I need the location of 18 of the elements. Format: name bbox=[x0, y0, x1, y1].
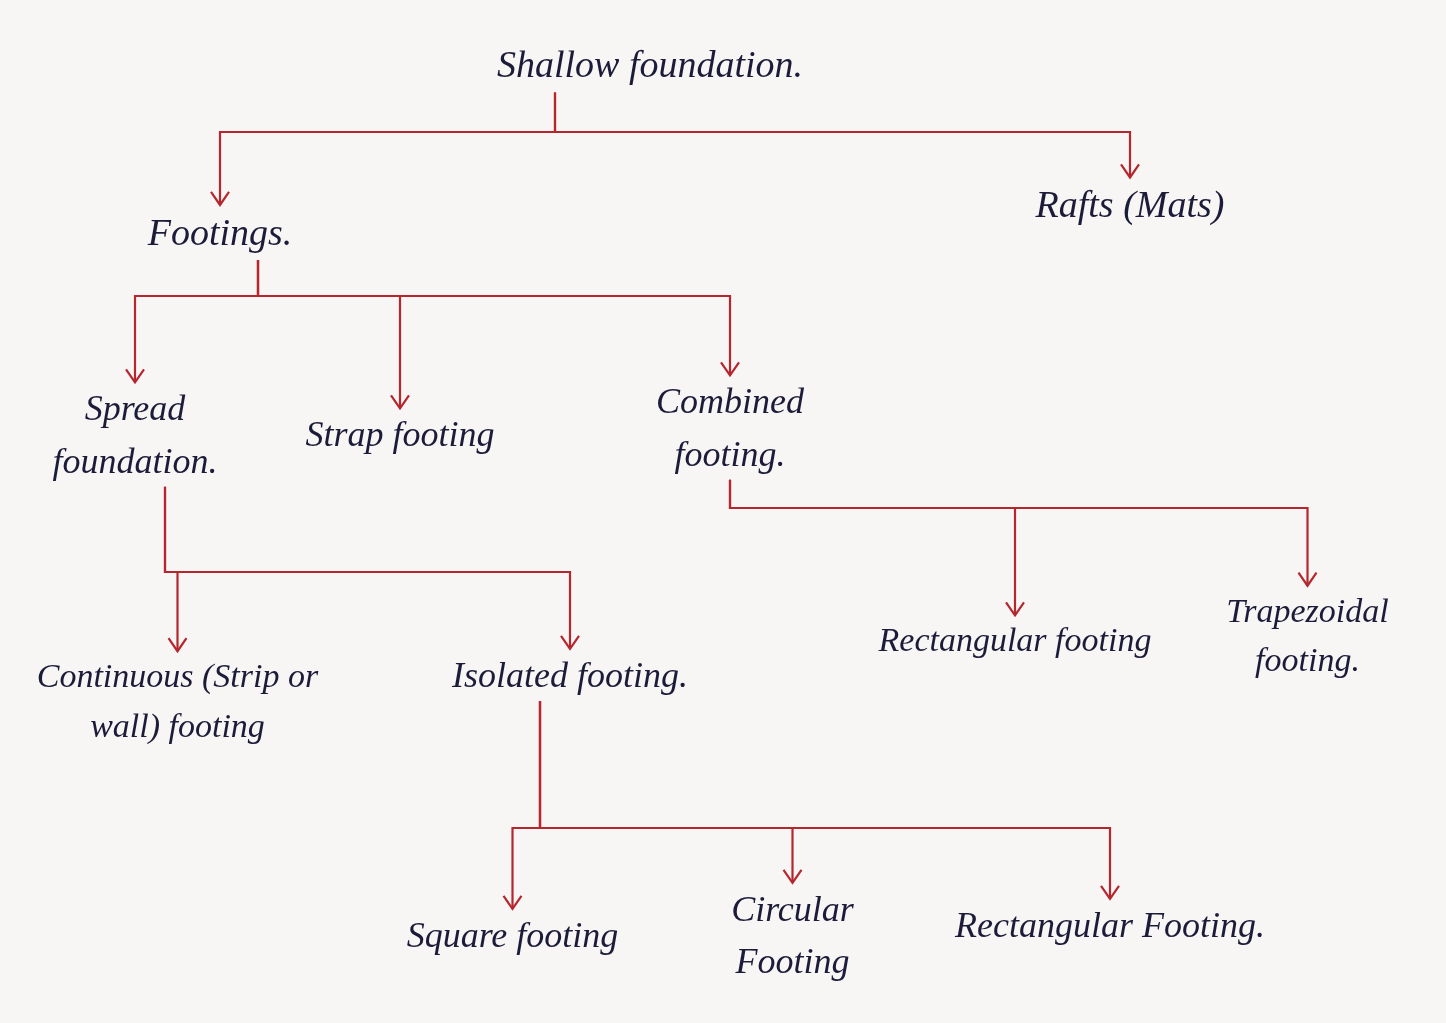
node-label: Isolated footing. bbox=[452, 653, 688, 697]
node-label: Square footing bbox=[406, 913, 619, 957]
node-label: Trapezoidal footing. bbox=[1225, 590, 1390, 680]
node-label: Combined footing. bbox=[655, 380, 805, 476]
arrow bbox=[163, 486, 581, 650]
arrow bbox=[553, 92, 1141, 179]
node-label: Strap footing bbox=[305, 413, 495, 457]
node-label: Footings. bbox=[147, 209, 293, 255]
arrow bbox=[256, 260, 741, 377]
node-label: Rafts (Mats) bbox=[1035, 182, 1225, 228]
node-label: Shallow foundation. bbox=[496, 42, 804, 88]
arrow bbox=[728, 479, 1318, 587]
arrow bbox=[538, 701, 1121, 900]
node-label: Spread foundation. bbox=[51, 387, 219, 483]
node-label: Rectangular footing bbox=[878, 620, 1152, 661]
node-label: Continuous (Strip or wall) footing bbox=[35, 656, 320, 746]
node-label: Rectangular Footing. bbox=[955, 903, 1265, 947]
node-label: Circular Footing bbox=[730, 887, 855, 983]
